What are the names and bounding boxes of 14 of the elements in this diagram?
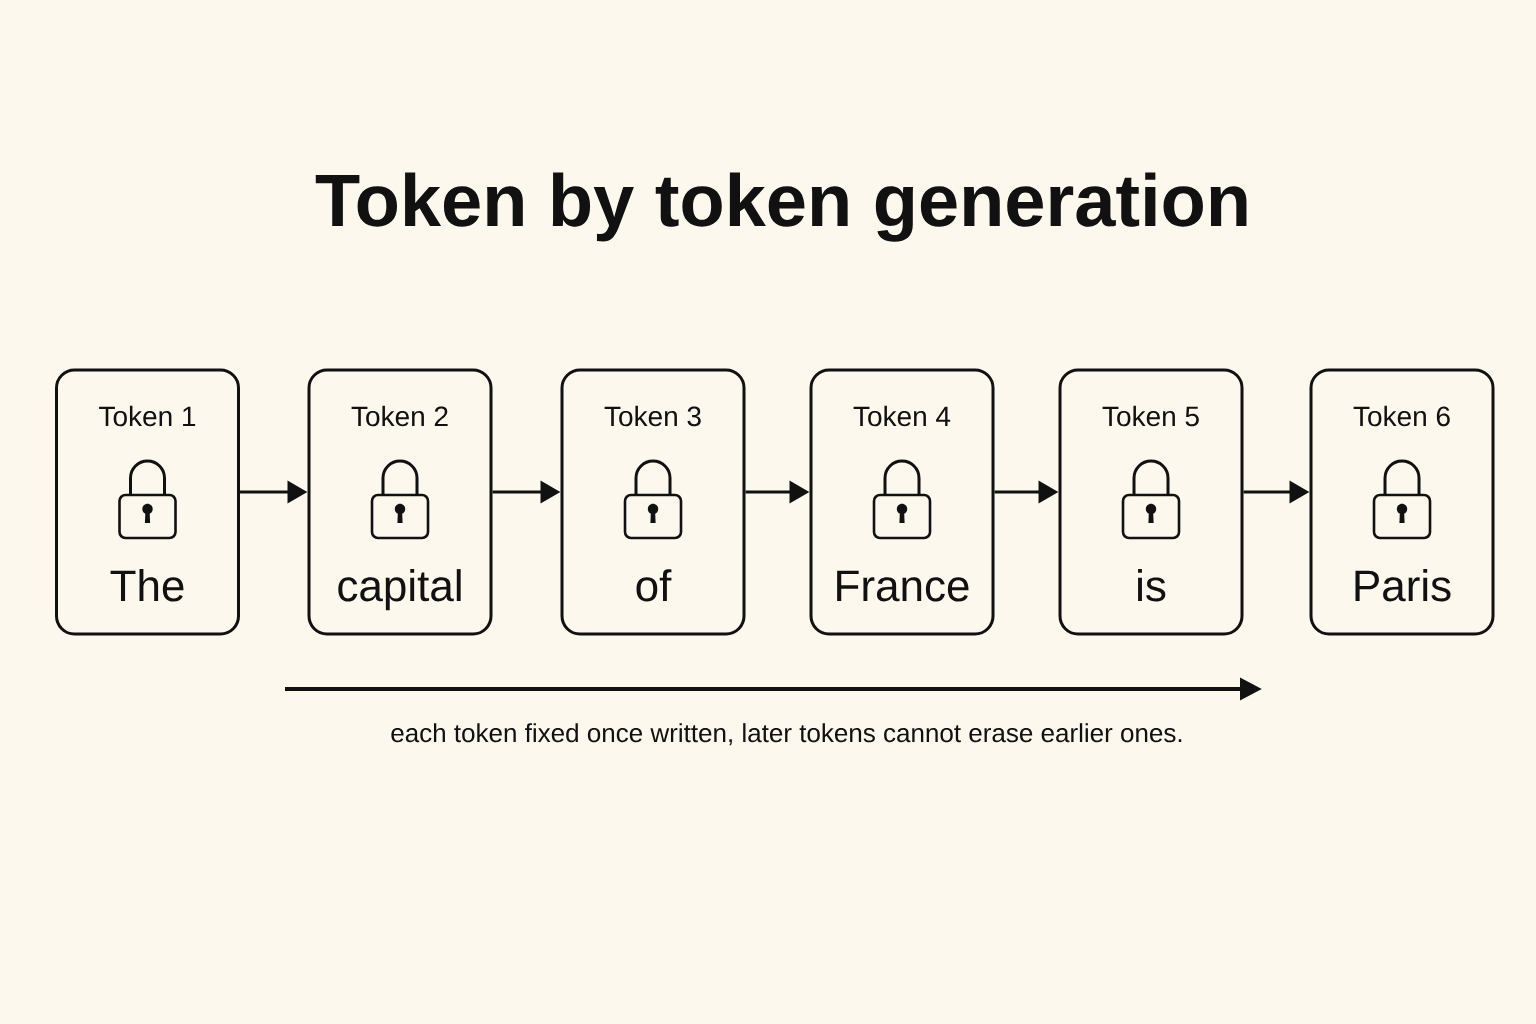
token-word: France <box>837 570 969 602</box>
token-number: Token 2 <box>351 405 448 427</box>
token-number: Token 4 <box>853 405 951 427</box>
note: each token fixed once written, later tokens cannot erase earlier ones. <box>391 723 1182 746</box>
token-word: is <box>1138 569 1166 602</box>
token-word: Paris <box>1355 569 1451 602</box>
token-number: Token 1 <box>99 405 196 427</box>
token-word: of <box>636 569 672 602</box>
token-number: Token 5 <box>1102 405 1199 427</box>
token-number: Token 3 <box>604 405 701 427</box>
token-word: capital <box>338 569 461 611</box>
title: Token by token generation <box>315 172 1247 242</box>
token-word: The <box>110 569 184 602</box>
token-number: Token 6 <box>1353 405 1450 427</box>
